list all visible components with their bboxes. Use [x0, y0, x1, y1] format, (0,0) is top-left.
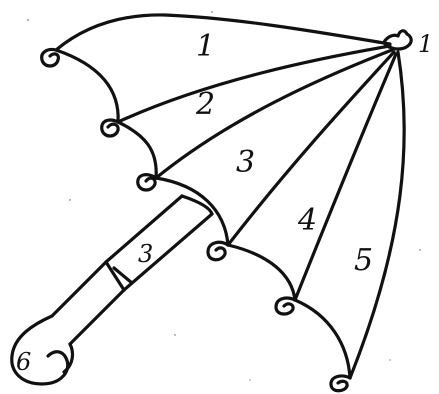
umbrella-handle: [12, 196, 212, 384]
panel-label-4: 4: [297, 203, 317, 238]
handle-band-label: 3: [138, 240, 153, 268]
paper-specks: [27, 11, 420, 380]
panel-label-1: 1: [196, 29, 215, 64]
panel-label-2: 2: [195, 87, 215, 122]
panel-label-3: 3: [236, 145, 255, 180]
panel-label-5: 5: [354, 243, 373, 278]
handle-hook-label: 6: [16, 348, 31, 376]
umbrella-ribs: [56, 15, 404, 378]
tip-label: 1: [418, 30, 433, 58]
